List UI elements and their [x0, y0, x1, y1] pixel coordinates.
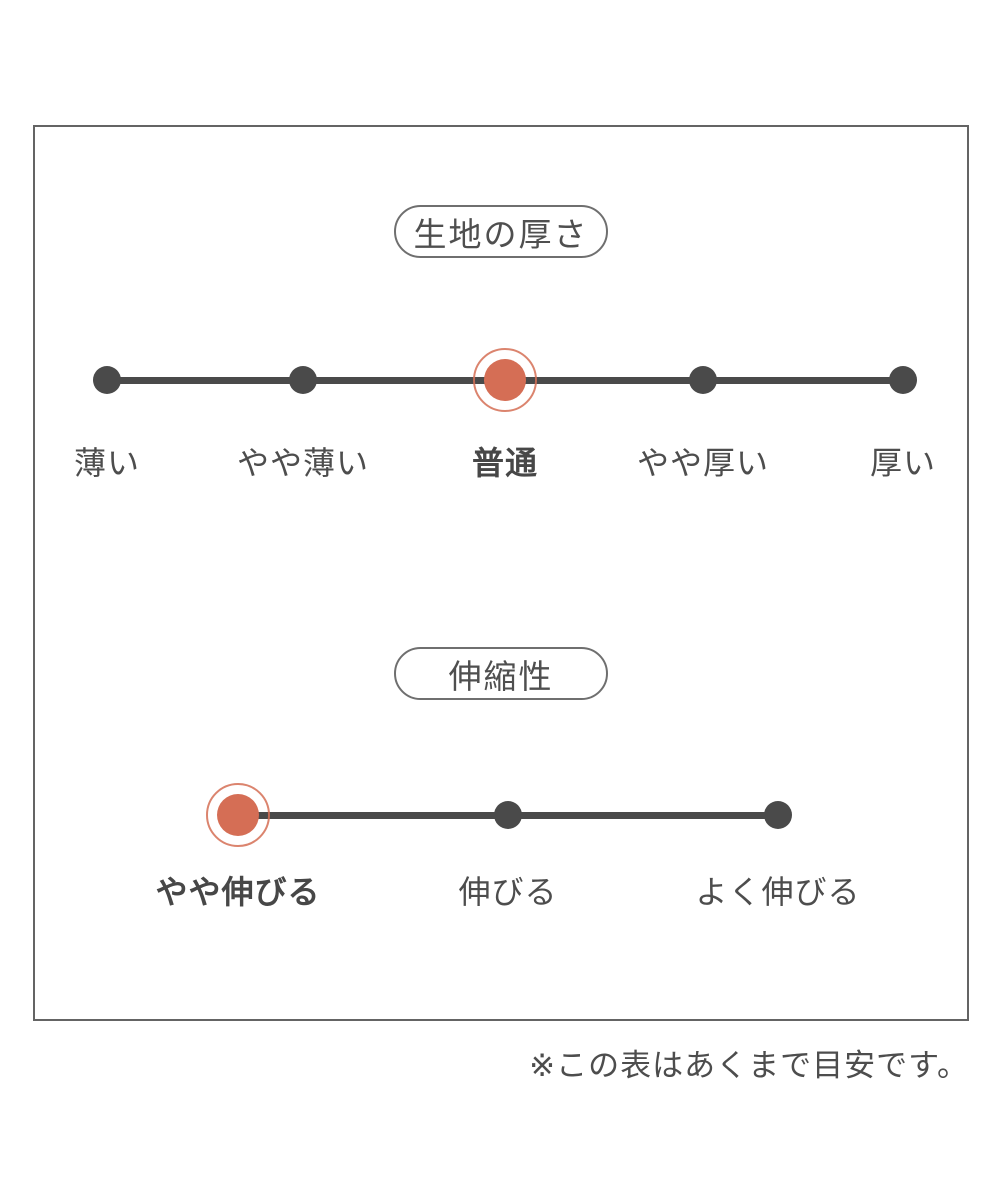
thickness-dot-thick — [889, 366, 917, 394]
stretch-label-stretches: 伸びる — [458, 874, 558, 910]
thickness-label-rather-thick: やや厚い — [636, 445, 770, 481]
thickness-label-normal: 普通 — [471, 445, 539, 481]
thickness-dot-rather-thick — [689, 366, 717, 394]
disclaimer-note: ※この表はあくまで目安です。 — [529, 1048, 969, 1083]
thickness-title-pill: 生地の厚さ — [394, 205, 608, 258]
thickness-label-thin: 薄い — [73, 445, 141, 481]
stretch-title-text: 伸縮性 — [448, 657, 554, 695]
thickness-dot-normal-selected — [473, 348, 537, 412]
spec-chart-frame: 生地の厚さ 薄い やや薄い 普通 やや厚い 厚い 伸縮性 やや伸びる 伸びる よ… — [33, 125, 969, 1021]
thickness-label-thick: 厚い — [869, 445, 937, 481]
stretch-label-slight: やや伸びる — [155, 874, 321, 910]
stretch-dot-stretches — [494, 801, 522, 829]
stretch-dot-stretches-well — [764, 801, 792, 829]
thickness-dot-thin — [93, 366, 121, 394]
stretch-dot-slight-selected — [206, 783, 270, 847]
thickness-title-text: 生地の厚さ — [413, 215, 589, 253]
stretch-title-pill: 伸縮性 — [394, 647, 608, 700]
thickness-dot-rather-thin — [289, 366, 317, 394]
thickness-label-rather-thin: やや薄い — [236, 445, 370, 481]
stretch-label-stretches-well: よく伸びる — [695, 874, 861, 910]
